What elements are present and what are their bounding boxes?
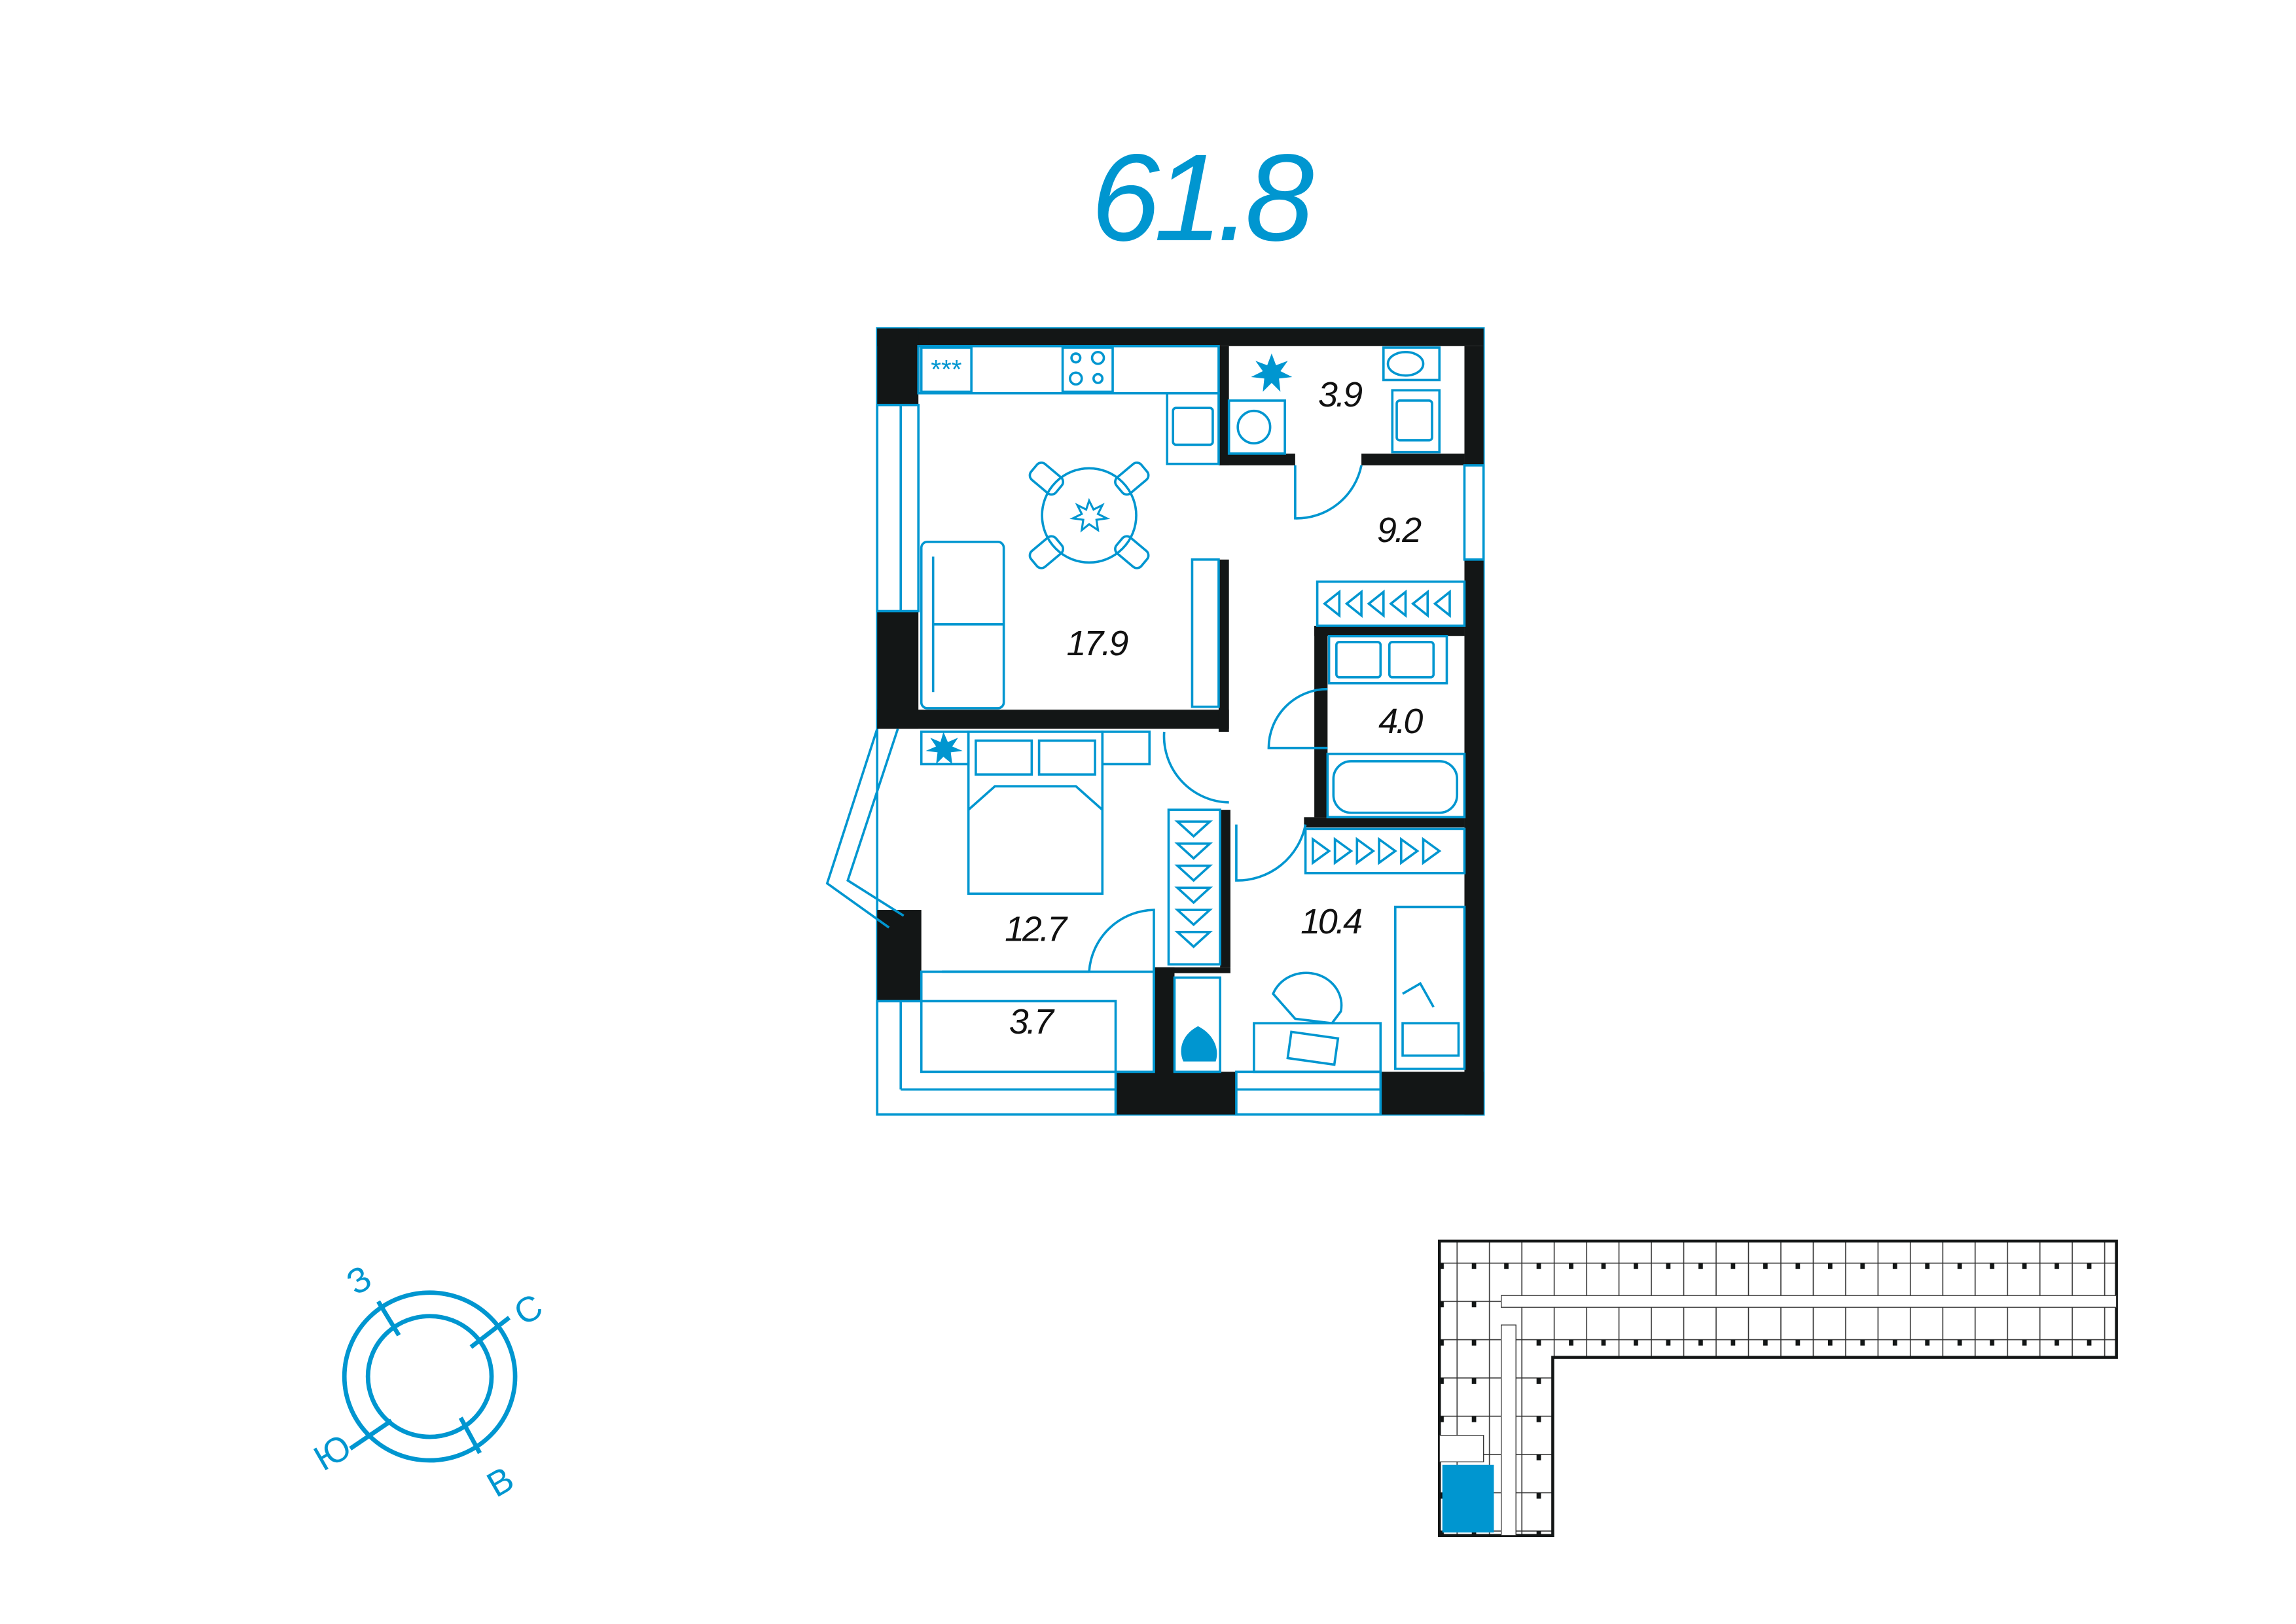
- toilet-icon: [1382, 346, 1441, 382]
- door-swing: [1162, 731, 1229, 804]
- bathtub-icon: [1326, 752, 1466, 819]
- room-area-wc: 3.9: [1318, 375, 1362, 414]
- room-area-childroom: 10.4: [1300, 902, 1361, 941]
- highlighted-unit: [1442, 1464, 1494, 1533]
- room-area-bedroom: 12.7: [1005, 909, 1068, 948]
- door-swing: [1235, 824, 1307, 882]
- door-swing: [1267, 687, 1328, 749]
- wardrobe-icon: [1167, 808, 1221, 966]
- door-swing: [1088, 909, 1155, 1072]
- sink-icon: [1327, 634, 1448, 685]
- svg-text:***: ***: [931, 354, 961, 384]
- radiator-icon: [1173, 976, 1221, 1074]
- room-area-hallway: 9.2: [1377, 511, 1422, 550]
- walls: [877, 328, 1484, 1115]
- sofa-icon: [920, 541, 1005, 710]
- room-area-kitchen-living: 17.9: [1067, 624, 1128, 663]
- compass-north: С: [507, 1286, 549, 1333]
- wardrobe-icon: [1316, 580, 1466, 627]
- room-area-loggia: 3.7: [1009, 1002, 1055, 1041]
- kitchen-counter: [917, 344, 1220, 395]
- room-area-bathroom: 4.0: [1378, 702, 1423, 741]
- dining-table-icon: [1028, 461, 1150, 569]
- stove-icon: [1061, 346, 1114, 393]
- floor-key-plan: [1437, 1239, 2118, 1537]
- bed-icon: [967, 731, 1104, 895]
- compass-rose: З С Ю В: [308, 1258, 550, 1505]
- tv-stand: [1191, 558, 1220, 708]
- apartment-plan: ***: [825, 327, 1485, 1116]
- compass-west: З: [340, 1258, 378, 1303]
- compass-east: В: [480, 1459, 520, 1505]
- bed-icon: [1393, 905, 1466, 1070]
- total-area-title: 61.8: [1091, 129, 1314, 267]
- desk-icon: [1253, 1022, 1382, 1074]
- sink-icon: [1166, 391, 1220, 465]
- fridge-icon: [920, 346, 973, 393]
- washing-machine-icon: [1227, 399, 1286, 455]
- sink-icon: [1391, 389, 1441, 454]
- chair-icon: [1272, 971, 1343, 1025]
- wardrobe-icon: [1304, 827, 1466, 875]
- door-swing: [1294, 465, 1363, 520]
- compass-south: Ю: [308, 1427, 358, 1479]
